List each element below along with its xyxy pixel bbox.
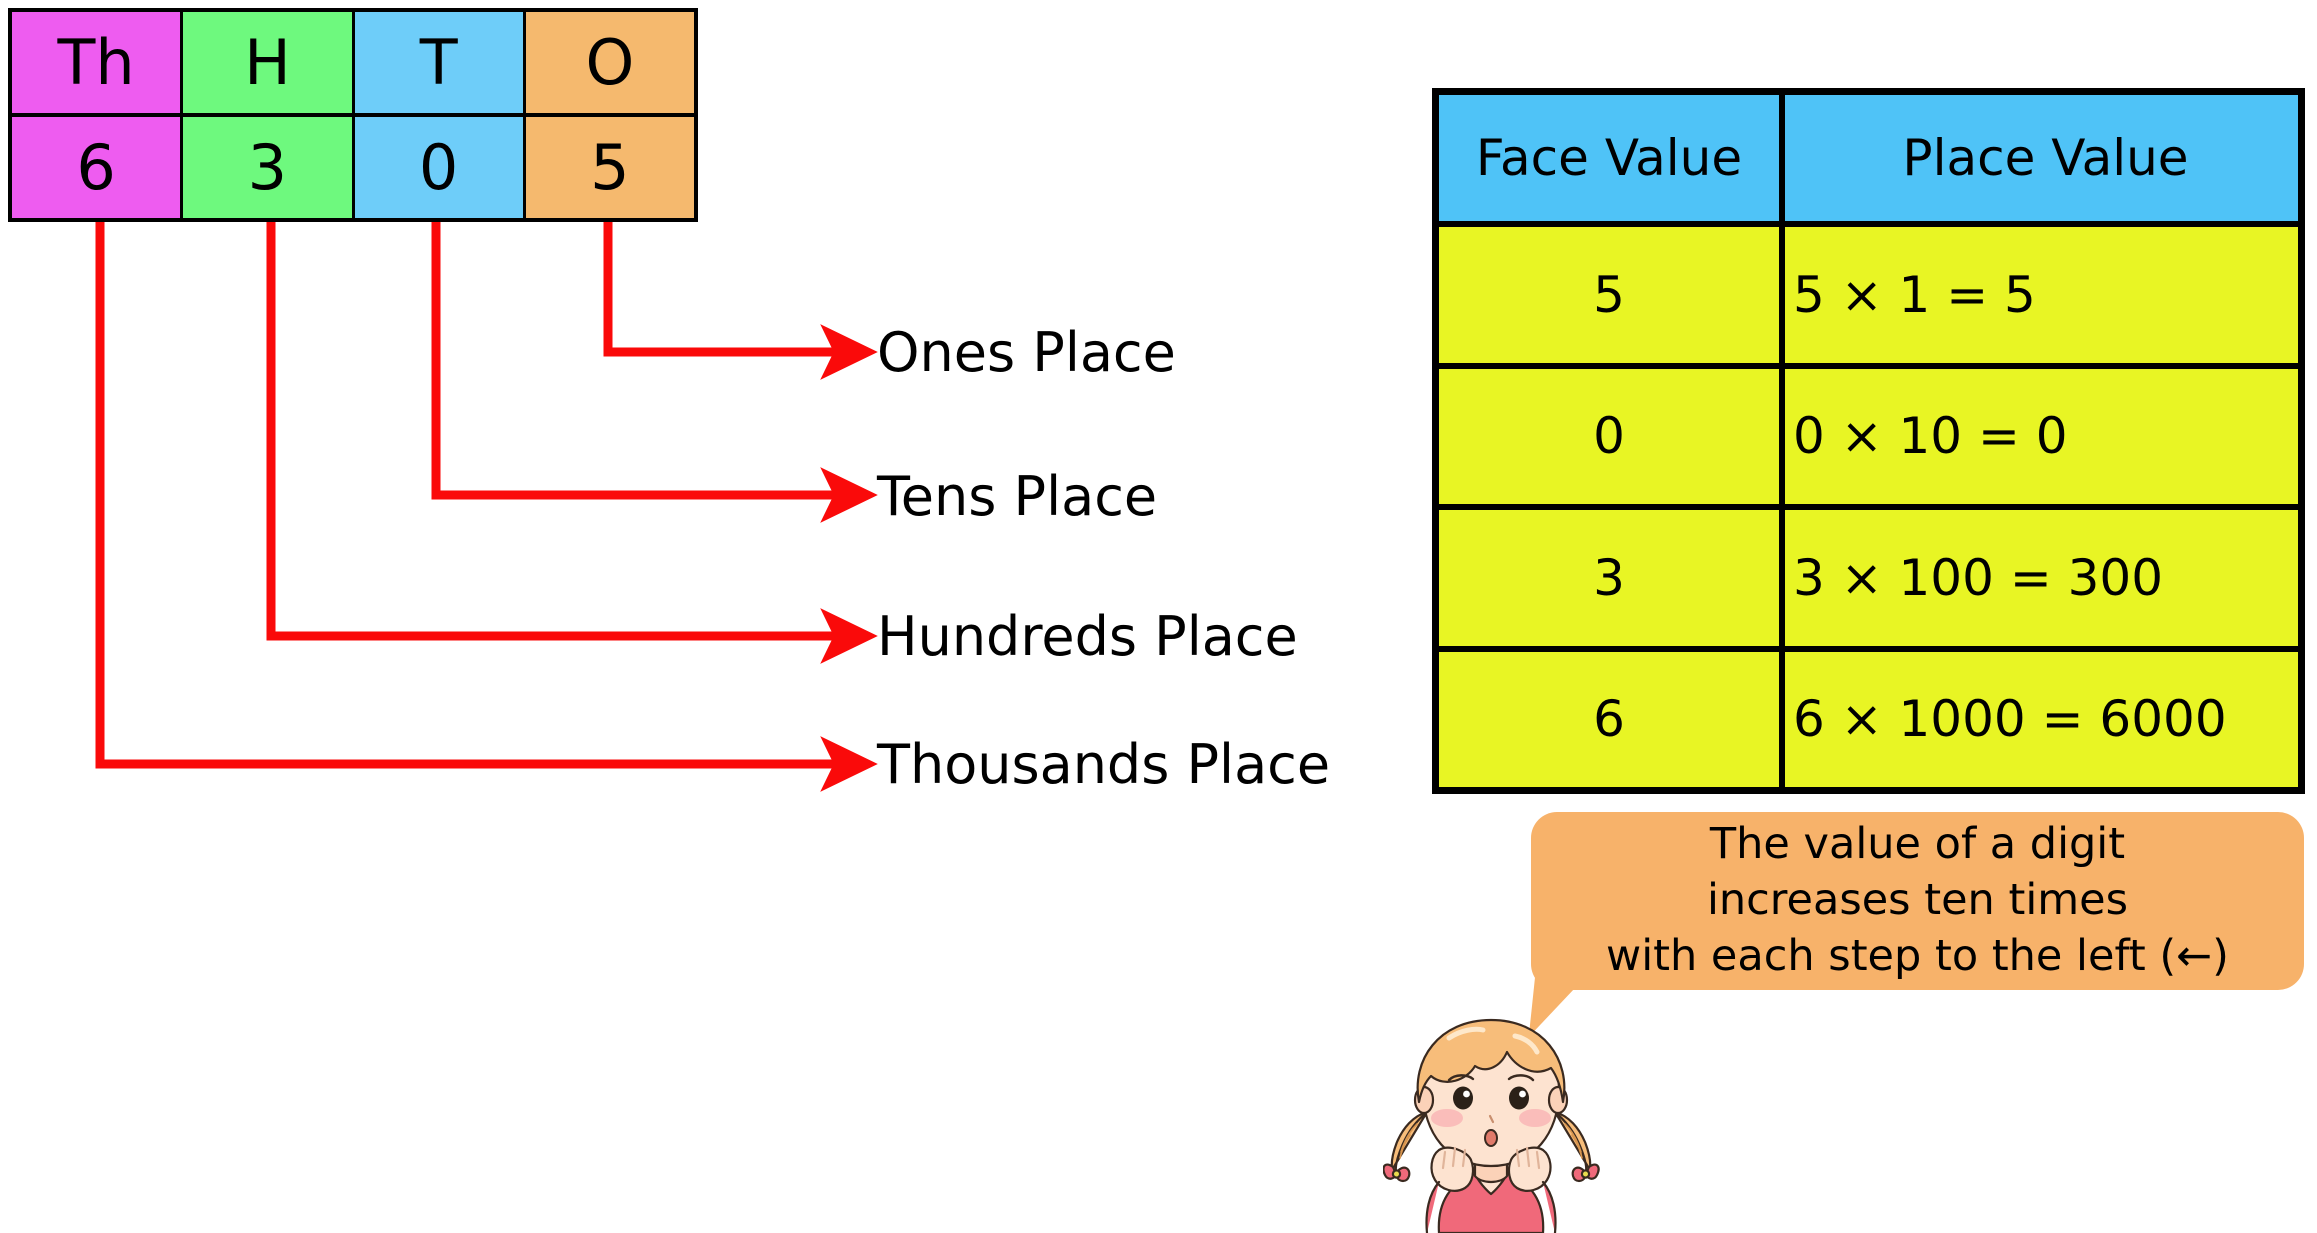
left-braid-icon [1383, 1110, 1429, 1183]
label-thousands-place: Thousands Place [877, 733, 1331, 796]
arrow-thousands-place [95, 222, 878, 792]
label-ones-place: Ones Place [877, 321, 1176, 384]
arrow-ones-place [603, 222, 878, 380]
label-hundreds-place: Hundreds Place [877, 605, 1298, 668]
cell-face-value: 5 [1439, 227, 1785, 363]
hands [1430, 1146, 1552, 1192]
table-row: 6 6 × 1000 = 6000 [1439, 651, 2298, 787]
cell-place-value: 6 × 1000 = 6000 [1785, 651, 2298, 787]
place-header-hundreds: H [183, 12, 355, 113]
arrow-tens-place [431, 222, 878, 523]
digit-tens: 0 [354, 117, 526, 218]
cell-place-value: 0 × 10 = 0 [1785, 368, 2298, 504]
face-place-value-table: Face Value Place Value 5 5 × 1 = 5 0 0 ×… [1432, 88, 2305, 794]
speech-bubble-line: increases ten times [1706, 875, 2129, 926]
place-header-thousands: Th [12, 12, 184, 113]
cell-place-value: 5 × 1 = 5 [1785, 227, 2298, 363]
right-braid-icon [1553, 1110, 1600, 1183]
header-face-value: Face Value [1439, 95, 1785, 221]
place-header-tens: T [354, 12, 526, 113]
digit-hundreds: 3 [183, 117, 355, 218]
arrow-hundreds-place [266, 222, 878, 664]
place-value-chart: Th H T O 6 3 0 5 [8, 8, 698, 222]
cell-face-value: 6 [1439, 651, 1785, 787]
table-row: 3 3 × 100 = 300 [1439, 510, 2298, 652]
cell-place-value: 3 × 100 = 300 [1785, 510, 2298, 646]
table-row: 5 5 × 1 = 5 [1439, 227, 2298, 369]
place-header-ones: O [525, 12, 694, 113]
table-row: 0 0 × 10 = 0 [1439, 368, 2298, 510]
value-table-header-row: Face Value Place Value [1439, 95, 2298, 227]
header-place-value: Place Value [1785, 95, 2298, 221]
speech-bubble-line: The value of a digit [1709, 819, 2126, 870]
thinking-girl-illustration [1383, 1018, 1600, 1233]
speech-bubble: The value of a digit increases ten times… [1531, 812, 2304, 990]
hair [1416, 1018, 1566, 1104]
speech-bubble-line: with each step to the left (←) [1606, 930, 2229, 981]
cell-face-value: 3 [1439, 510, 1785, 646]
digit-ones: 5 [525, 117, 694, 218]
digit-thousands: 6 [12, 117, 184, 218]
cell-face-value: 0 [1439, 368, 1785, 504]
label-tens-place: Tens Place [877, 465, 1158, 528]
place-value-header-row: Th H T O [12, 12, 694, 117]
place-value-digit-row: 6 3 0 5 [12, 117, 694, 218]
eyes [1447, 1074, 1535, 1110]
